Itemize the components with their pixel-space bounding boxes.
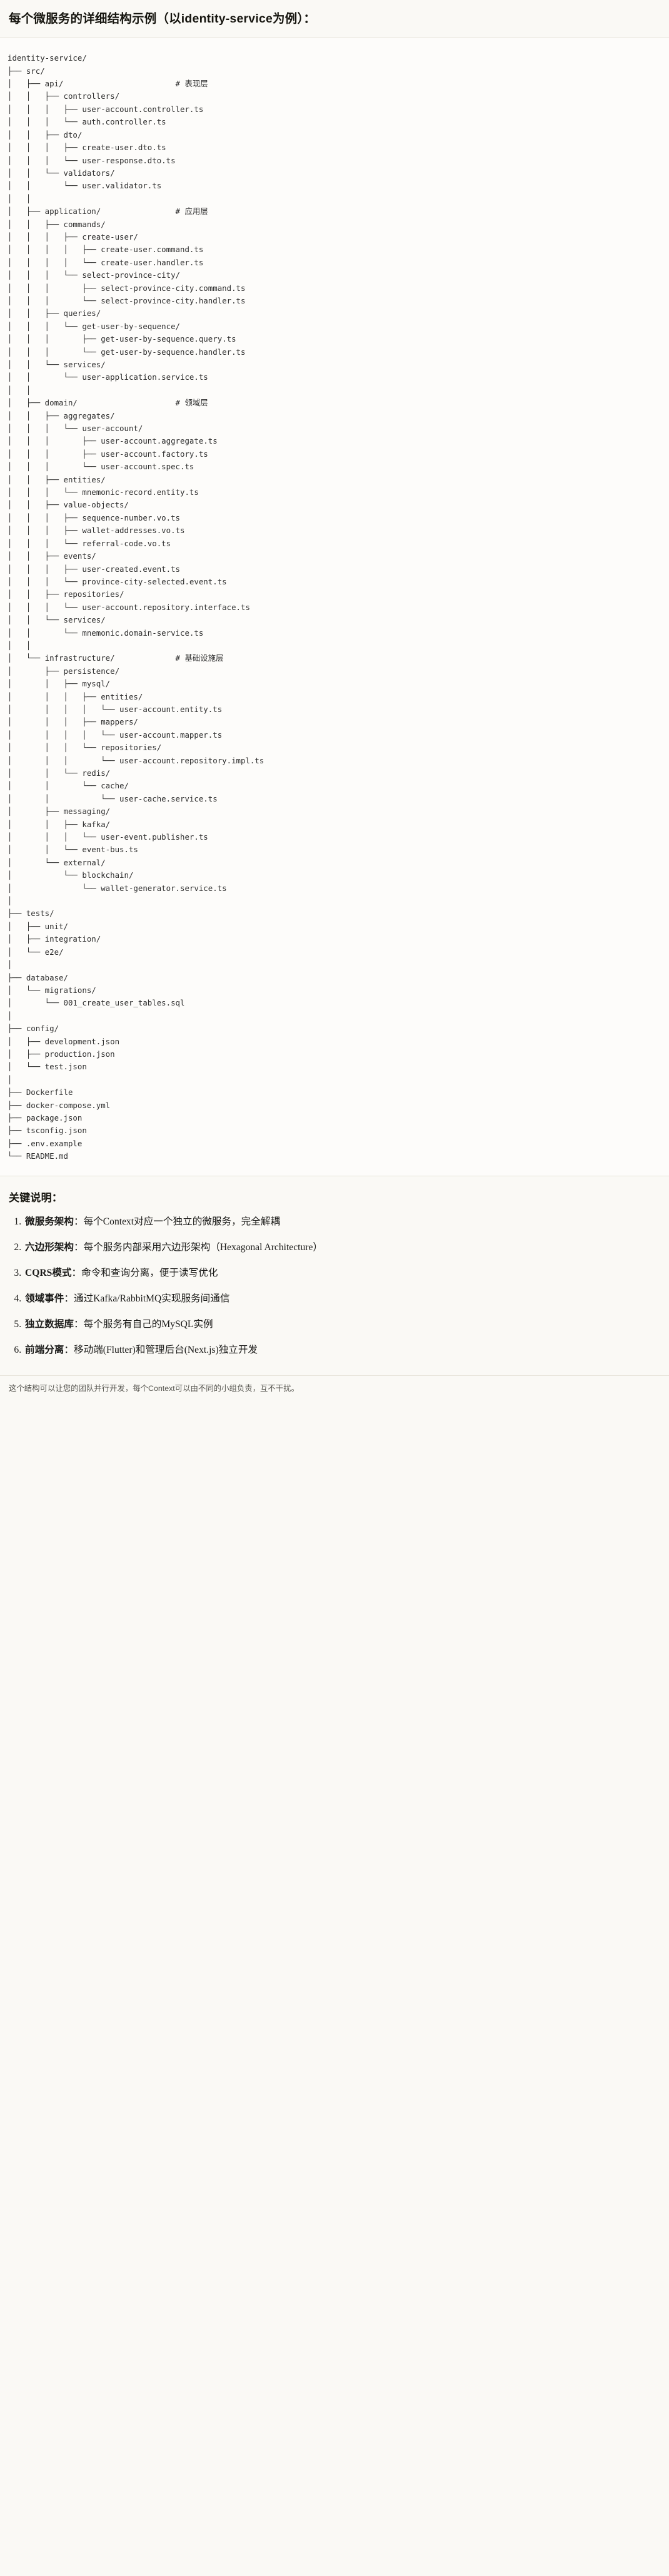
note-text: ：通过Kafka/RabbitMQ实现服务间通信: [64, 1293, 230, 1305]
directory-tree-text: identity-service/ ├── src/ │ ├── api/ # …: [8, 53, 264, 1161]
note-label: 前端分离: [25, 1345, 64, 1356]
list-item: 前端分离：移动端(Flutter)和管理后台(Next.js)独立开发: [24, 1343, 658, 1358]
note-label: 六边形架构: [25, 1241, 74, 1253]
note-label: CQRS模式: [25, 1267, 72, 1278]
note-label: 领域事件: [25, 1293, 64, 1305]
list-item: 独立数据库：每个服务有自己的MySQL实例: [24, 1317, 658, 1332]
key-notes-heading: 关键说明：: [9, 1191, 63, 1204]
key-notes-list: 微服务架构：每个Context对应一个独立的微服务，完全解耦 六边形架构：每个服…: [9, 1214, 658, 1358]
footnote-divider: [0, 1375, 669, 1376]
list-item: 微服务架构：每个Context对应一个独立的微服务，完全解耦: [24, 1214, 658, 1229]
note-text: ：命令和查询分离，便于读写优化: [71, 1267, 218, 1278]
key-notes-section: 关键说明： 微服务架构：每个Context对应一个独立的微服务，完全解耦 六边形…: [0, 1176, 669, 1375]
note-text: ：移动端(Flutter)和管理后台(Next.js)独立开发: [64, 1345, 258, 1356]
note-label: 微服务架构: [25, 1216, 74, 1227]
document-page: 每个微服务的详细结构示例（以identity-service为例）： ident…: [0, 0, 669, 1403]
note-text: ：每个服务有自己的MySQL实例: [73, 1319, 213, 1330]
note-label: 独立数据库: [25, 1319, 74, 1330]
closing-note: 这个结构可以让您的团队并行开发，每个Context可以由不同的小组负责，互不干扰…: [9, 1383, 299, 1393]
list-item: 领域事件：通过Kafka/RabbitMQ实现服务间通信: [24, 1291, 658, 1306]
code-block-directory-tree: identity-service/ ├── src/ │ ├── api/ # …: [0, 38, 669, 1176]
list-item: 六边形架构：每个服务内部采用六边形架构（Hexagonal Architectu…: [24, 1240, 658, 1255]
list-item: CQRS模式：命令和查询分离，便于读写优化: [24, 1266, 658, 1281]
page-title: 每个微服务的详细结构示例（以identity-service为例）：: [9, 12, 316, 26]
note-text: ：每个服务内部采用六边形架构（Hexagonal Architecture）: [73, 1241, 323, 1253]
note-text: ：每个Context对应一个独立的微服务，完全解耦: [73, 1216, 281, 1227]
